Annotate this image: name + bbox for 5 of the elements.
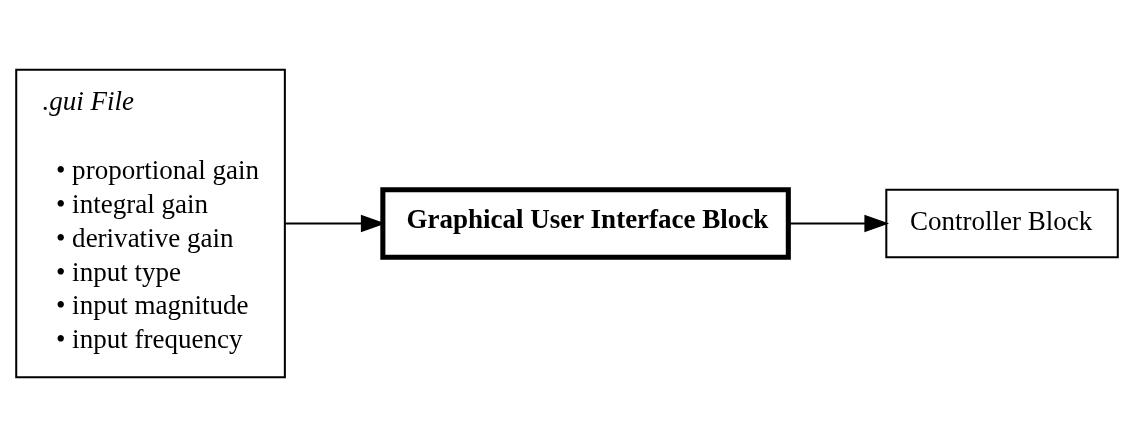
arrow (788, 214, 890, 233)
arrow (285, 214, 386, 233)
node-box: Graphical User Interface Block (380, 187, 791, 260)
node-box: .gui File • proportional gain • integral gain • derivative gain • input type • input magnitude • input frequency (15, 68, 286, 379)
node-box: Controller Block (885, 188, 1119, 259)
